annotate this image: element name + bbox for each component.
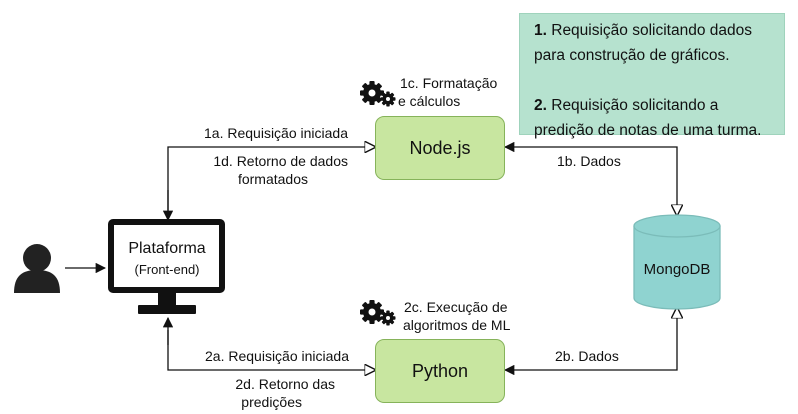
label-1c-line2: e cálculos	[398, 93, 461, 109]
legend-item-1-line1: 1. Requisição solicitando dados	[534, 18, 770, 43]
platform-subtitle: (Front-end)	[134, 262, 200, 277]
user-icon	[14, 244, 60, 293]
mongodb-label: MongoDB	[643, 261, 711, 278]
database-icon	[633, 214, 721, 310]
label-1b: 1b. Dados	[557, 153, 621, 169]
gears-icon	[360, 81, 396, 107]
legend-item-2-line1: 2. Requisição solicitando a	[534, 93, 770, 118]
gears-icon	[360, 300, 396, 326]
label-2c-line2: algoritmos de ML	[403, 317, 511, 333]
legend-item-2-text-a: Requisição solicitando a	[546, 97, 719, 114]
label-2d-line2: predições	[241, 394, 302, 410]
legend-item-2-number: 2.	[534, 97, 547, 114]
label-1a: 1a. Requisição iniciada	[204, 125, 348, 141]
label-1c-line1: 1c. Formatação	[400, 75, 498, 91]
label-2c-line1: 2c. Execução de	[404, 299, 508, 315]
node-python-label: Python	[411, 360, 469, 381]
edge-1b	[505, 147, 677, 215]
legend-item-1-number: 1.	[534, 22, 547, 39]
legend-item-2-line2: predição de notas de uma turma.	[534, 122, 762, 139]
label-2d-line1: 2d. Retorno das	[235, 376, 335, 392]
legend-item-1-line2: para construção de gráficos.	[534, 47, 730, 64]
node-python: Python	[375, 339, 505, 403]
label-1d-line2: formatados	[237, 171, 308, 187]
legend-note: 1. Requisição solicitando dados para con…	[519, 13, 785, 139]
monitor-icon	[108, 219, 225, 314]
legend-item-1-text-a: Requisição solicitando dados	[546, 22, 753, 39]
label-2b: 2b. Dados	[555, 348, 619, 364]
node-nodejs: Node.js	[375, 116, 505, 180]
edge-2b	[505, 308, 677, 370]
label-1d-line1: 1d. Retorno de dados	[213, 153, 348, 169]
platform-title: Plataforma	[128, 240, 206, 257]
label-2a: 2a. Requisição iniciada	[205, 348, 349, 364]
node-nodejs-label: Node.js	[409, 137, 471, 158]
